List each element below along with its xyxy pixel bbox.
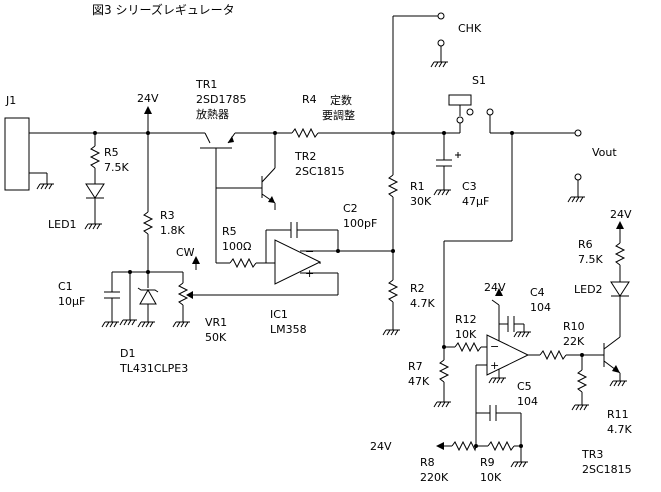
vr1-val: 50K — [205, 331, 227, 344]
r2-ref: R2 — [410, 282, 425, 295]
r4-ref: R4 — [302, 93, 317, 106]
resistor-r11 — [571, 355, 590, 411]
r5a-val: 7.5K — [104, 161, 129, 174]
r7-ref: R7 — [408, 360, 423, 373]
transistor-tr2 — [255, 133, 276, 210]
r10-ref: R10 — [563, 320, 585, 333]
resistor-r6-led2 — [610, 221, 630, 305]
r5b-ref: R5 — [222, 225, 237, 238]
tr3-part: 2SC1815 — [582, 463, 632, 476]
resistor-r1 — [387, 133, 399, 280]
r6-ref: R6 — [578, 238, 593, 251]
r9-ref: R9 — [480, 456, 495, 469]
opamp-a-minus: − — [305, 245, 314, 258]
r5a-ref: R5 — [104, 146, 119, 159]
resistor-r9 — [476, 440, 529, 468]
r6-val: 7.5K — [578, 253, 603, 266]
opamp-b-plus: + — [490, 359, 499, 372]
tr2-part: 2SC1815 — [295, 165, 345, 178]
capacitor-c5 — [476, 405, 522, 446]
s1-label: S1 — [472, 74, 486, 87]
r9-val: 10K — [480, 471, 502, 484]
tr2-ref: TR2 — [294, 150, 316, 163]
r8-ref: R8 — [420, 456, 435, 469]
v24-top-arrow — [144, 106, 152, 133]
ic1-part: LM358 — [270, 323, 307, 336]
r11-val: 4.7K — [607, 423, 632, 436]
tr3-ref: TR3 — [581, 448, 603, 461]
led2-label: LED2 — [574, 283, 603, 296]
r3-val: 1.8K — [160, 224, 185, 237]
r4-note2: 要調整 — [322, 108, 355, 122]
resistor-r5-led — [84, 133, 105, 230]
switch-s1 — [444, 94, 494, 134]
r10-val: 22K — [563, 335, 585, 348]
resistor-r3 — [142, 133, 154, 272]
cw-label: CW — [176, 246, 195, 259]
j1-label: J1 — [5, 94, 16, 107]
opamp-ic1 — [265, 222, 339, 295]
r12-ref: R12 — [455, 313, 477, 326]
c1-val: 10μF — [58, 295, 85, 308]
c4-ref: C4 — [530, 286, 545, 299]
tr1-note: 放熱器 — [196, 107, 229, 121]
c2-val: 100pF — [343, 217, 377, 230]
d1-part: TL431CLPE3 — [119, 362, 188, 375]
opamp-b-minus: − — [490, 340, 499, 353]
diagram-title: 図3 シリーズレギュレータ — [92, 2, 235, 17]
r2-val: 4.7K — [410, 297, 435, 310]
r8-val: 220K — [420, 471, 449, 484]
v24-r8-label: 24V — [370, 440, 392, 453]
r11-ref: R11 — [607, 408, 629, 421]
resistor-r7 — [433, 347, 452, 408]
vout-label: Vout — [592, 146, 617, 159]
r4-note1: 定数 — [330, 93, 352, 107]
transistor-tr3 — [603, 305, 628, 387]
resistor-r12 — [444, 341, 487, 353]
r1-ref: R1 — [410, 180, 425, 193]
tr1-ref: TR1 — [195, 78, 217, 91]
shunt-reference-d1 — [119, 272, 159, 328]
vr1-ref: VR1 — [205, 316, 227, 329]
c5-val: 104 — [517, 395, 538, 408]
v24-top-label: 24V — [137, 92, 159, 105]
capacitor-c1 — [101, 272, 120, 328]
tr1-part: 2SD1785 — [196, 93, 246, 106]
r5b-val: 100Ω — [222, 240, 251, 253]
opamp-a-plus: + — [305, 267, 314, 280]
potentiometer-vr1 — [172, 256, 338, 328]
opamp-comparator — [486, 288, 540, 384]
resistor-r8 — [436, 440, 477, 452]
c1-ref: C1 — [58, 280, 73, 293]
c3-val: 47μF — [462, 195, 489, 208]
r3-ref: R3 — [160, 209, 175, 222]
c4-val: 104 — [530, 301, 551, 314]
ic1-ref: IC1 — [270, 308, 288, 321]
v24-c4-label: 24V — [484, 281, 506, 294]
chk-label: CHK — [458, 22, 482, 35]
r7-val: 47K — [408, 375, 430, 388]
capacitor-c3 — [433, 133, 461, 196]
connector-j1 — [4, 117, 95, 191]
c3-ref: C3 — [462, 180, 477, 193]
resistor-r4 — [275, 127, 393, 139]
resistor-r10 — [539, 349, 604, 361]
d1-ref: D1 — [120, 347, 135, 360]
c5-ref: C5 — [517, 380, 532, 393]
led1-label: LED1 — [48, 218, 77, 231]
r1-val: 30K — [410, 195, 432, 208]
v24-r6-label: 24V — [610, 208, 632, 221]
r12-val: 10K — [455, 328, 477, 341]
c2-ref: C2 — [343, 202, 358, 215]
resistor-r2 — [382, 279, 401, 336]
transistor-tr1 — [200, 132, 275, 189]
